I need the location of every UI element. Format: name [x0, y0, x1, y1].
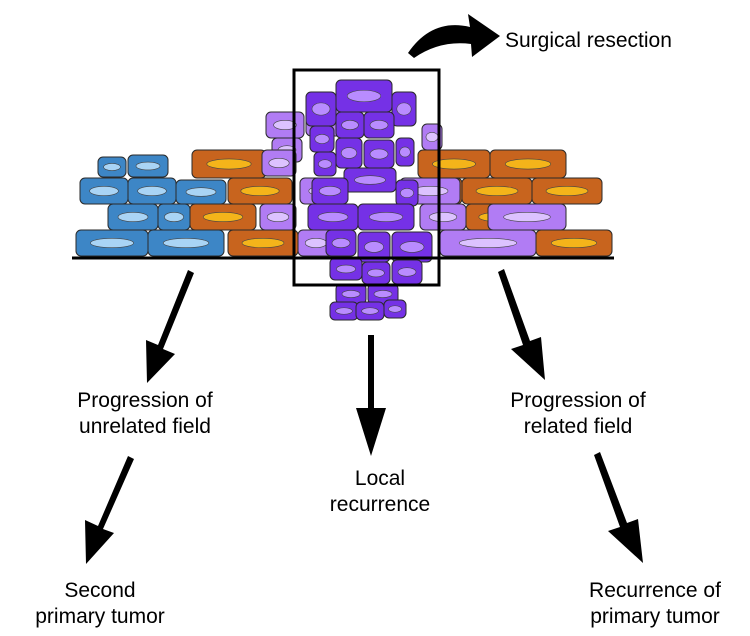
cell-nucleus — [117, 212, 149, 222]
related-field-line-1: Progression of — [510, 389, 646, 412]
cell-nucleus — [318, 186, 342, 196]
cell-nucleus — [364, 241, 384, 253]
cell-nucleus — [240, 186, 280, 196]
cell-nucleus — [90, 238, 134, 248]
local-recurrence-line-1: Local — [354, 467, 406, 490]
cell-nucleus — [202, 212, 244, 222]
recurrence-primary-line-2: primary tumor — [590, 605, 720, 628]
curved-arrow-icon — [408, 14, 500, 58]
cell-nucleus — [266, 212, 290, 222]
cell-nucleus — [550, 238, 598, 248]
second-primary-label: Second primary tumor — [15, 578, 185, 630]
surgical-resection-label: Surgical resection — [505, 28, 672, 54]
cell-nucleus — [335, 307, 353, 315]
resection-margin-box — [292, 68, 441, 287]
cell-nucleus — [354, 175, 386, 185]
recurrence-primary-line-1: Recurrence of — [589, 579, 721, 602]
local-recurrence-line-2: recurrence — [329, 493, 431, 516]
cell-nucleus — [458, 238, 518, 248]
cell-nucleus — [504, 158, 552, 170]
cell-nucleus — [331, 238, 351, 248]
cell-nucleus — [400, 188, 414, 198]
second-primary-line-2: primary tumor — [35, 605, 165, 628]
cell-nucleus — [428, 212, 458, 222]
unrelated-field-label: Progression of unrelated field — [45, 388, 245, 440]
unrelated-field-line-1: Progression of — [77, 389, 213, 412]
cell-nucleus — [373, 290, 393, 298]
arrow-to-related-field — [498, 269, 545, 380]
cell-nucleus — [164, 212, 184, 222]
cell-nucleus — [368, 212, 404, 222]
cell-nucleus — [396, 102, 412, 116]
cell-nucleus — [89, 186, 119, 196]
cell-nucleus — [399, 146, 411, 158]
cell-nucleus — [103, 163, 121, 171]
cell-nucleus — [206, 158, 252, 170]
cell-nucleus — [304, 238, 328, 248]
cell-nucleus — [341, 290, 361, 298]
cell-nucleus — [241, 238, 285, 248]
related-field-label: Progression of related field — [478, 388, 678, 440]
cell-nucleus — [545, 186, 589, 196]
cell-nucleus — [318, 159, 332, 169]
cell-nucleus — [397, 267, 417, 277]
cell-nucleus — [425, 132, 439, 142]
cell-nucleus — [432, 158, 476, 170]
unrelated-field-line-2: unrelated field — [79, 415, 211, 438]
cell-nucleus — [346, 89, 382, 103]
arrow-to-unrelated-field — [146, 270, 194, 383]
cell-nucleus — [475, 186, 519, 196]
cell-nucleus — [369, 148, 389, 160]
cell-nucleus — [311, 102, 331, 116]
arrow-to-second-primary — [85, 456, 134, 564]
cell-nucleus — [185, 187, 217, 197]
cell-nucleus — [268, 158, 290, 168]
cell-nucleus — [137, 186, 167, 196]
epithelial-cell-layer — [75, 79, 613, 321]
arrow-to-local-recurrence — [356, 335, 386, 456]
cell-nucleus — [369, 120, 389, 130]
cell-nucleus — [317, 212, 349, 222]
cell-nucleus — [361, 307, 379, 315]
cell-nucleus — [336, 264, 356, 274]
surgical-resection-text: Surgical resection — [505, 29, 672, 52]
cell-nucleus — [388, 305, 402, 313]
second-primary-line-1: Second — [64, 579, 136, 602]
local-recurrence-label: Local recurrence — [310, 466, 450, 518]
cell-nucleus — [273, 120, 297, 130]
cell-nucleus — [340, 147, 358, 159]
cell-nucleus — [341, 120, 359, 130]
cell-nucleus — [314, 134, 330, 144]
cell-nucleus — [367, 268, 385, 278]
cell-nucleus — [503, 212, 551, 222]
cell-nucleus — [162, 238, 210, 248]
related-field-line-2: related field — [523, 415, 633, 438]
arrow-to-recurrence-of-primary — [594, 452, 643, 563]
cell-nucleus — [135, 161, 161, 171]
recurrence-primary-label: Recurrence of primary tumor — [570, 578, 740, 630]
cell-nucleus — [399, 241, 425, 253]
